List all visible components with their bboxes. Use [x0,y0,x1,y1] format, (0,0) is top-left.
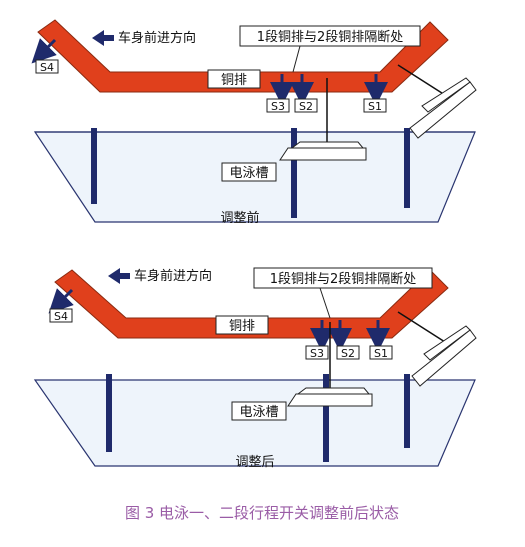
busbar [37,19,449,93]
tank-post [404,128,410,208]
busbar-label-box [207,69,261,89]
s3-label: S3 [310,347,324,360]
panel-caption: 调整前 [220,210,259,226]
incline-hanger [397,64,446,96]
tank-post [404,374,410,448]
panel-caption: 调整后 [235,455,274,470]
s4-label: S4 [54,310,68,323]
s2-label: S2 [299,100,313,113]
direction-arrow-icon [92,30,114,46]
busbar-label: 铜排 [229,319,255,334]
carrier-body [287,393,373,407]
carrier-body [279,147,367,161]
s1-label: S1 [368,100,382,113]
incline-carrier [409,81,477,139]
tank-label: 电泳槽 [239,405,278,420]
direction-arrow-icon [108,268,130,284]
s4-arrow [31,38,57,64]
direction-label: 车身前进方向 [118,30,196,46]
incline-carrier [411,329,477,387]
tank-post [91,128,97,204]
break-pointer [319,287,331,319]
direction-label: 车身前进方向 [134,268,212,284]
break-label: 1段铜排与2段铜排隔断处 [270,272,417,287]
s2-label: S2 [341,347,355,360]
s4-label: S4 [40,61,54,74]
panel-after: 铜排 S4 车身前进方向 1段铜排与2段铜排隔断处 S3 S2 S1 电泳槽 调… [33,267,477,470]
tank-post [291,128,297,218]
tank-post [323,374,329,462]
tank-label: 电泳槽 [229,166,268,181]
break-label-box [253,267,433,289]
break-label: 1段铜排与2段铜排隔断处 [257,30,404,45]
s4-arrow [48,288,74,314]
s3-label: S3 [271,100,285,113]
panel-before: 铜排 S4 车身前进方向 1段铜排与2段铜排隔断处 S3 S2 S1 [31,19,477,226]
incline-hanger [397,311,446,343]
busbar-label: 铜排 [221,73,247,88]
s1-label: S1 [374,347,388,360]
tank-post [106,374,112,452]
figure-caption: 图 3 电泳一、二段行程开关调整前后状态 [125,504,399,522]
break-label-box [239,25,421,47]
break-pointer [292,45,301,73]
